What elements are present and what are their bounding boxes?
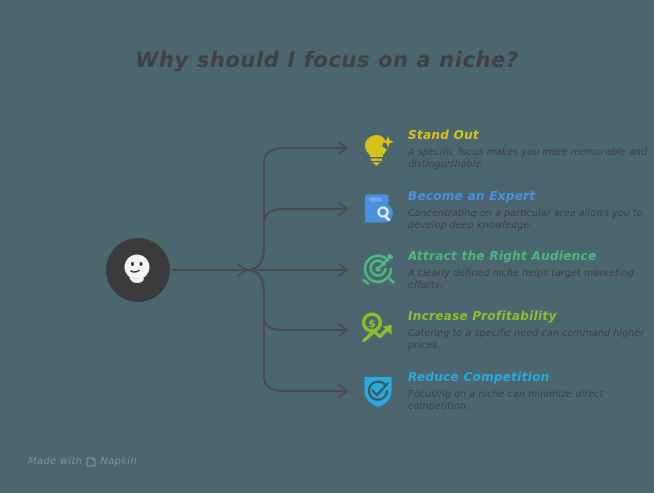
- arrowhead-3: [338, 263, 348, 277]
- list-item-description: Concentrating on a particular area allow…: [408, 208, 643, 231]
- shield-check-icon: [358, 370, 398, 410]
- center-node: [106, 238, 170, 302]
- watermark[interactable]: Made with Napkin: [28, 456, 137, 467]
- arrowhead-1: [338, 141, 348, 155]
- thinking-face-emoji: [124, 254, 150, 283]
- list-item-description: A specific focus makes you more memorabl…: [408, 147, 648, 170]
- junction-marker: [237, 263, 247, 277]
- list-item-heading: Increase Profitability: [408, 309, 557, 323]
- book-magnifier-icon: [358, 189, 398, 229]
- page-title: Why should I focus on a niche?: [135, 48, 519, 72]
- list-item-description: Catering to a specific need can command …: [408, 328, 645, 351]
- lightbulb-sparkle-icon: [358, 128, 398, 168]
- list-item: Become an Expert Concentrating on a part…: [358, 189, 648, 247]
- connector-branch-2: [245, 208, 347, 271]
- svg-text:$: $: [368, 317, 376, 330]
- arrowhead-2: [338, 202, 348, 216]
- list-item-heading: Become an Expert: [408, 189, 536, 203]
- arrowhead-4: [338, 323, 348, 337]
- list-item: Stand Out A specific focus makes you mor…: [358, 128, 648, 186]
- watermark-brand: Napkin: [100, 456, 138, 467]
- list-item-text: Increase Profitability Catering to a spe…: [408, 309, 648, 352]
- list-item-text: Reduce Competition Focusing on a niche c…: [408, 370, 648, 413]
- list-item: $ Increase Profitability Catering to a s…: [358, 309, 648, 367]
- connector-branch-5: [245, 269, 347, 392]
- list-item-description: A clearly defined niche helps target mar…: [408, 268, 634, 291]
- list-item-text: Stand Out A specific focus makes you mor…: [408, 128, 648, 171]
- napkin-logo-icon: [86, 456, 96, 467]
- list-item-heading: Attract the Right Audience: [408, 249, 597, 263]
- list-item-heading: Reduce Competition: [408, 370, 550, 384]
- connector-branch-1: [245, 147, 347, 271]
- watermark-prefix: Made with: [28, 456, 83, 467]
- list-item-text: Become an Expert Concentrating on a part…: [408, 189, 648, 232]
- list-item-text: Attract the Right Audience A clearly def…: [408, 249, 648, 292]
- connector-branch-4: [245, 269, 347, 331]
- list-item-heading: Stand Out: [408, 128, 479, 142]
- list-item-description: Focusing on a niche can minimize direct …: [408, 389, 604, 412]
- list-item: Attract the Right Audience A clearly def…: [358, 249, 648, 307]
- dollar-growth-arrow-icon: $: [358, 309, 398, 349]
- target-arrow-icon: [358, 249, 398, 289]
- arrowhead-5: [338, 384, 348, 398]
- list-item: Reduce Competition Focusing on a niche c…: [358, 370, 648, 428]
